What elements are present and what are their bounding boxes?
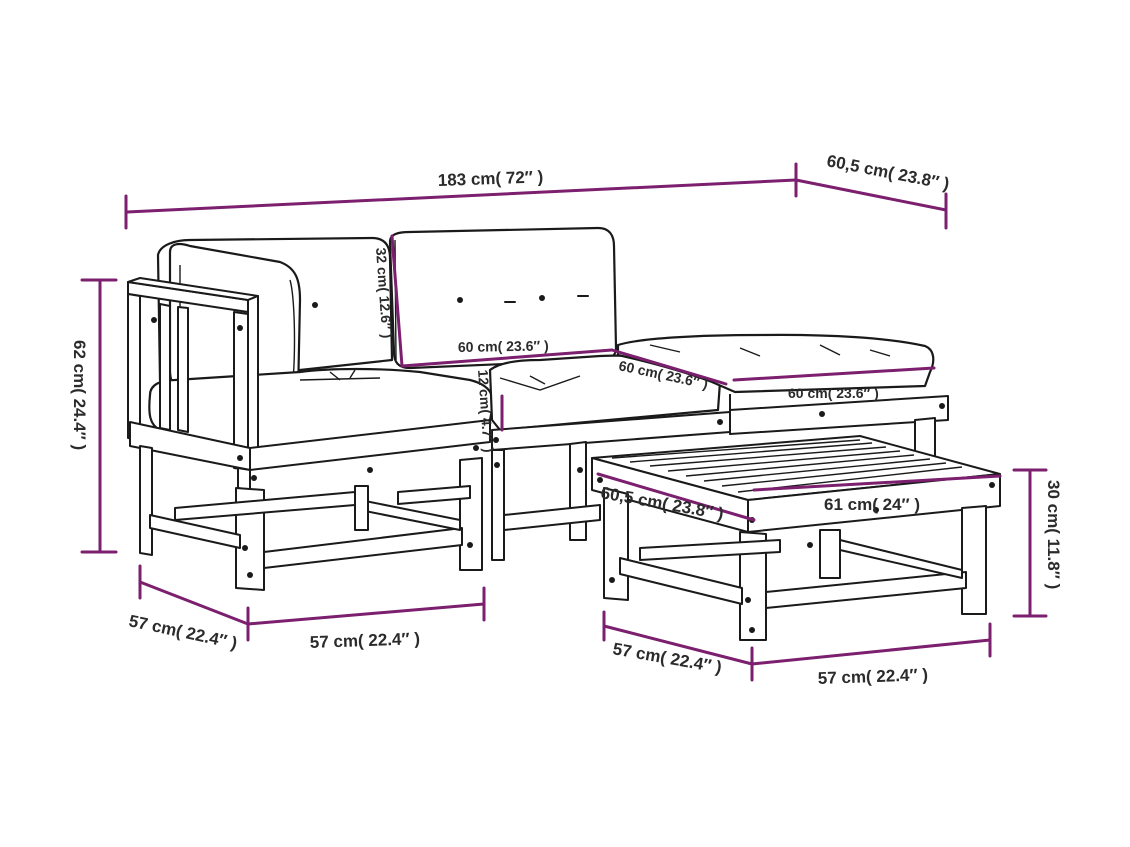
back-cushion-width-label: 60 cm( 23.6″ ) [458,337,549,355]
back-cushion-height-label: 32 cm( 12.6″ ) [373,247,395,339]
total-height-label: 62 cm( 24.4″ ) [70,340,89,450]
module-width-label: 57 cm( 22.4″ ) [309,629,420,652]
footstool-width-label: 57 cm( 22.4″ ) [817,665,928,688]
module-depth-label: 57 cm( 22.4″ ) [127,611,239,652]
right-sofa-module [616,333,949,461]
dimension-lines [80,162,1048,682]
coffee-table [591,435,1001,641]
total-width-label: 183 cm( 72″ ) [437,167,543,190]
top-depth-label: 60,5 cm( 23.8″ ) [825,151,951,193]
table-width-label: 61 cm( 24″ ) [824,495,920,514]
seat-cushion-thickness-label: 12 cm( 4.7″ ) [475,369,497,453]
table-height-label: 30 cm( 11.8″ ) [1044,480,1063,589]
corner-sofa-module [127,236,494,591]
seat-cushion-width-label: 60 cm( 23.6″ ) [788,385,879,401]
footstool-depth-label: 57 cm( 22.4″ ) [611,639,723,677]
